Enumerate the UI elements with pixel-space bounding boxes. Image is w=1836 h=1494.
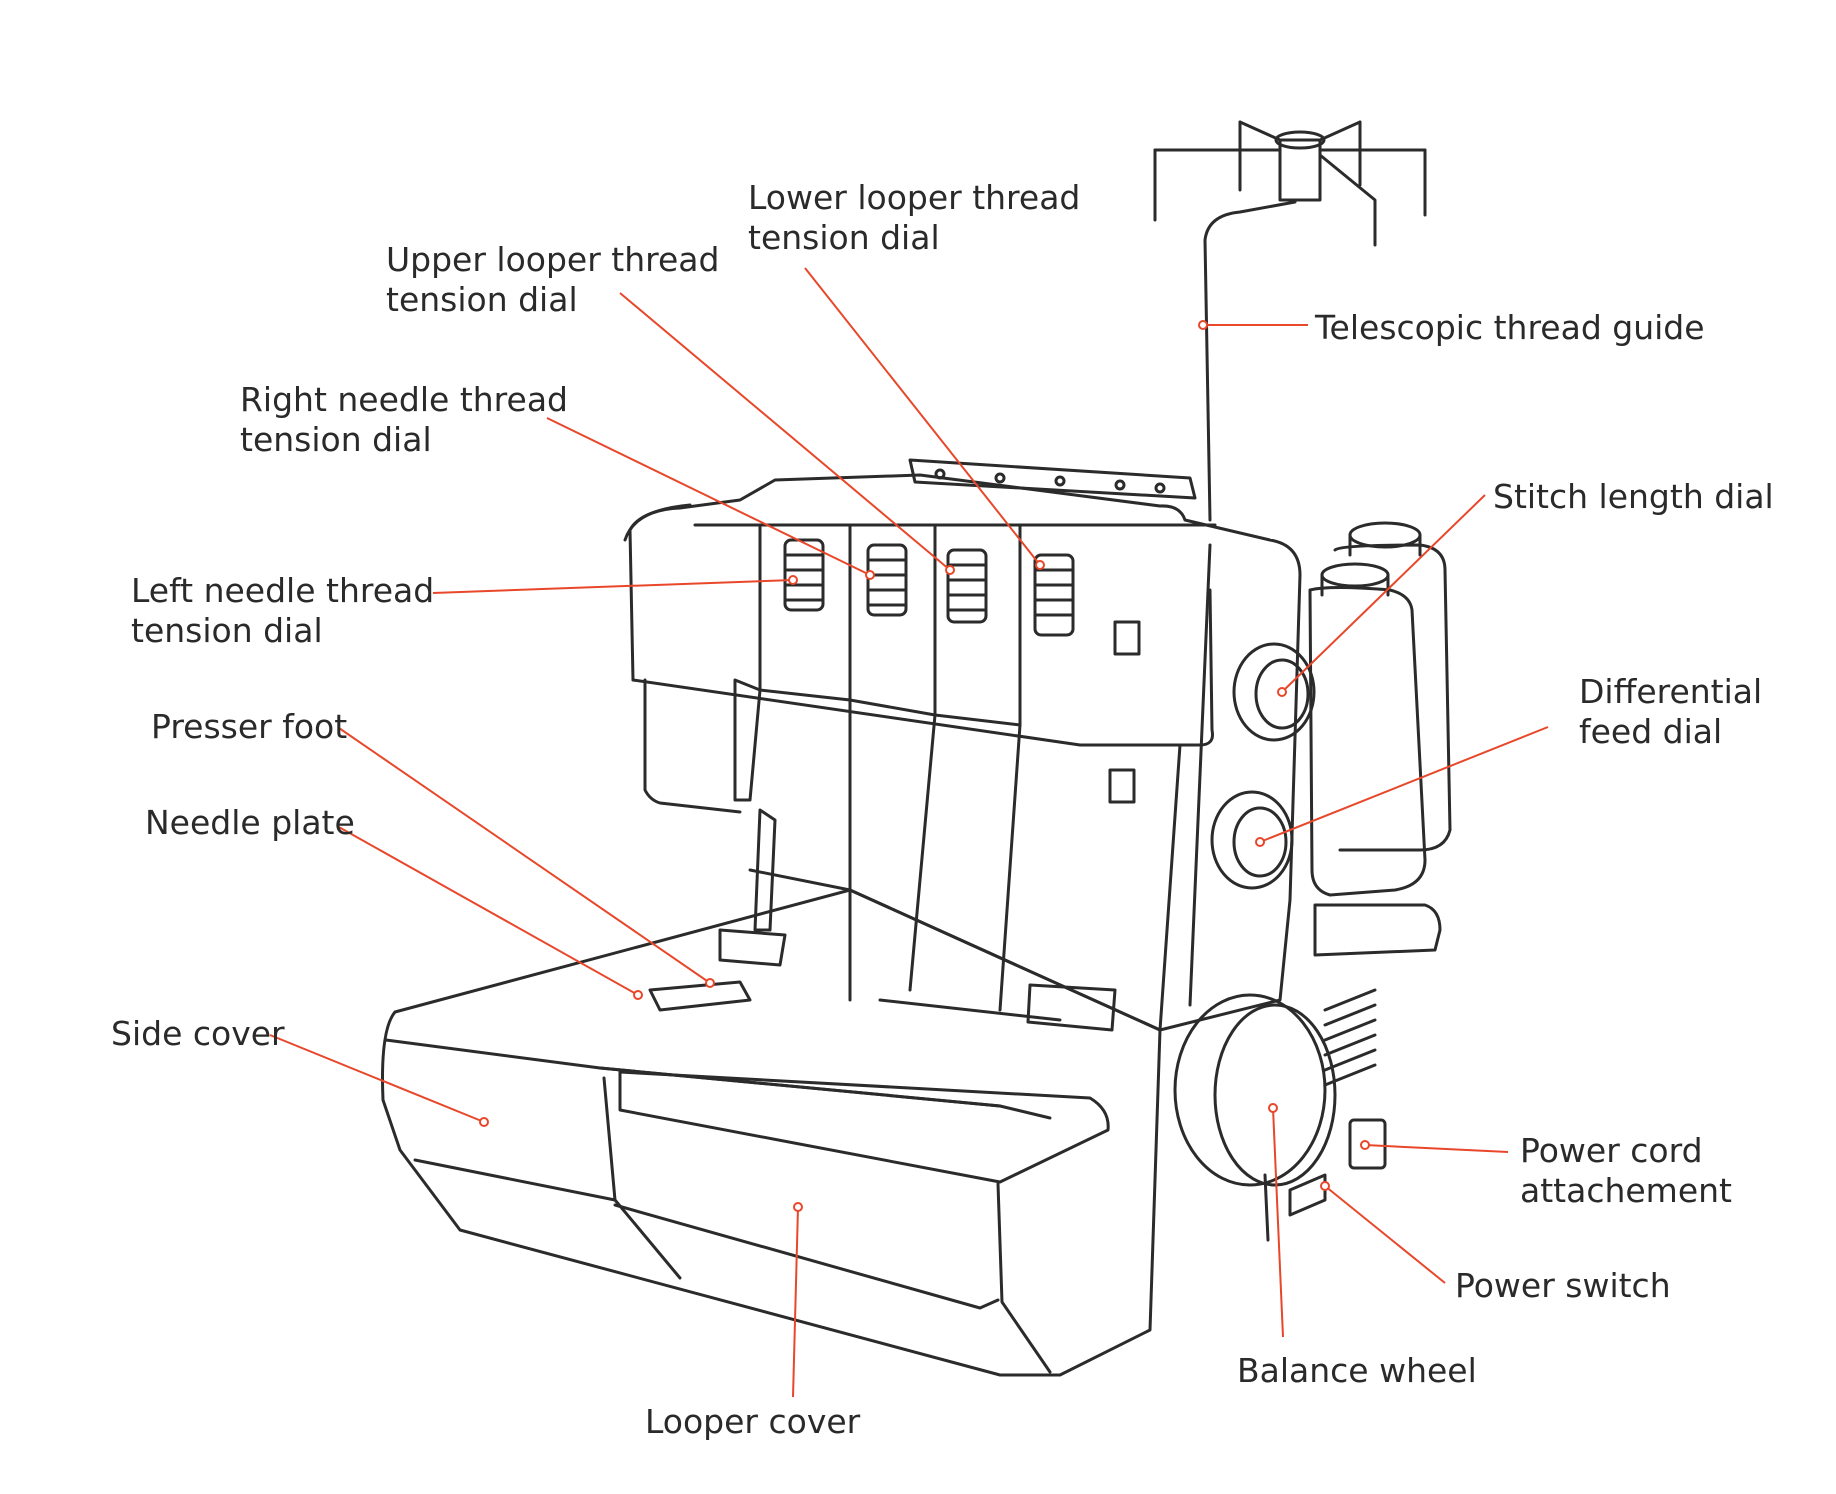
leader-right-needle xyxy=(546,417,871,576)
tension-dials xyxy=(783,538,1075,637)
label-power-cord-attachement: Power cord attachement xyxy=(1520,1131,1732,1210)
leader-differential xyxy=(1259,726,1549,843)
label-power-switch: Power switch xyxy=(1455,1266,1671,1305)
leader-upper-looper xyxy=(619,292,951,571)
label-differential-feed-dial: Differential feed dial xyxy=(1579,672,1763,751)
leader-looper-cover xyxy=(792,1206,799,1398)
leader-dots xyxy=(479,320,1370,1212)
label-right-needle-tension-dial: Right needle thread tension dial xyxy=(240,380,568,459)
label-telescopic-thread-guide: Telescopic thread guide xyxy=(1315,308,1705,347)
leader-power-cord xyxy=(1364,1144,1509,1153)
label-lower-looper-tension-dial: Lower looper thread tension dial xyxy=(748,178,1081,257)
vent-slots xyxy=(1323,988,1377,1087)
label-balance-wheel: Balance wheel xyxy=(1237,1351,1477,1390)
leader-lines xyxy=(269,267,1549,1398)
leader-power-switch xyxy=(1324,1185,1446,1284)
dial-housing xyxy=(693,458,1217,727)
label-looper-cover: Looper cover xyxy=(645,1402,861,1441)
side-knobs xyxy=(1210,642,1316,890)
power-port xyxy=(1263,1118,1387,1242)
side-cover-panel xyxy=(413,1076,682,1280)
leader-presser-foot xyxy=(338,727,711,984)
leader-side-cover xyxy=(269,1034,485,1123)
label-stitch-length-dial: Stitch length dial xyxy=(1493,477,1774,516)
needle-bar xyxy=(648,678,787,1012)
telescopic-guide xyxy=(1153,120,1427,522)
looper-cover-panel xyxy=(613,1070,1110,1374)
label-side-cover: Side cover xyxy=(111,1014,285,1053)
leader-needle-plate xyxy=(336,825,639,996)
leader-left-needle xyxy=(432,579,794,594)
balance-wheel-shape xyxy=(1173,993,1337,1187)
label-left-needle-tension-dial: Left needle thread tension dial xyxy=(131,571,435,650)
leader-stitch-length xyxy=(1281,494,1486,693)
label-upper-looper-tension-dial: Upper looper thread tension dial xyxy=(386,240,720,319)
front-cover xyxy=(848,620,1141,1032)
machine-base xyxy=(381,888,1162,1377)
machine-body xyxy=(623,473,1302,1032)
leader-lower-looper xyxy=(804,267,1041,566)
spool-holders xyxy=(1308,521,1452,957)
label-presser-foot: Presser foot xyxy=(151,707,348,746)
leader-balance-wheel xyxy=(1272,1107,1284,1338)
label-needle-plate: Needle plate xyxy=(145,803,355,842)
